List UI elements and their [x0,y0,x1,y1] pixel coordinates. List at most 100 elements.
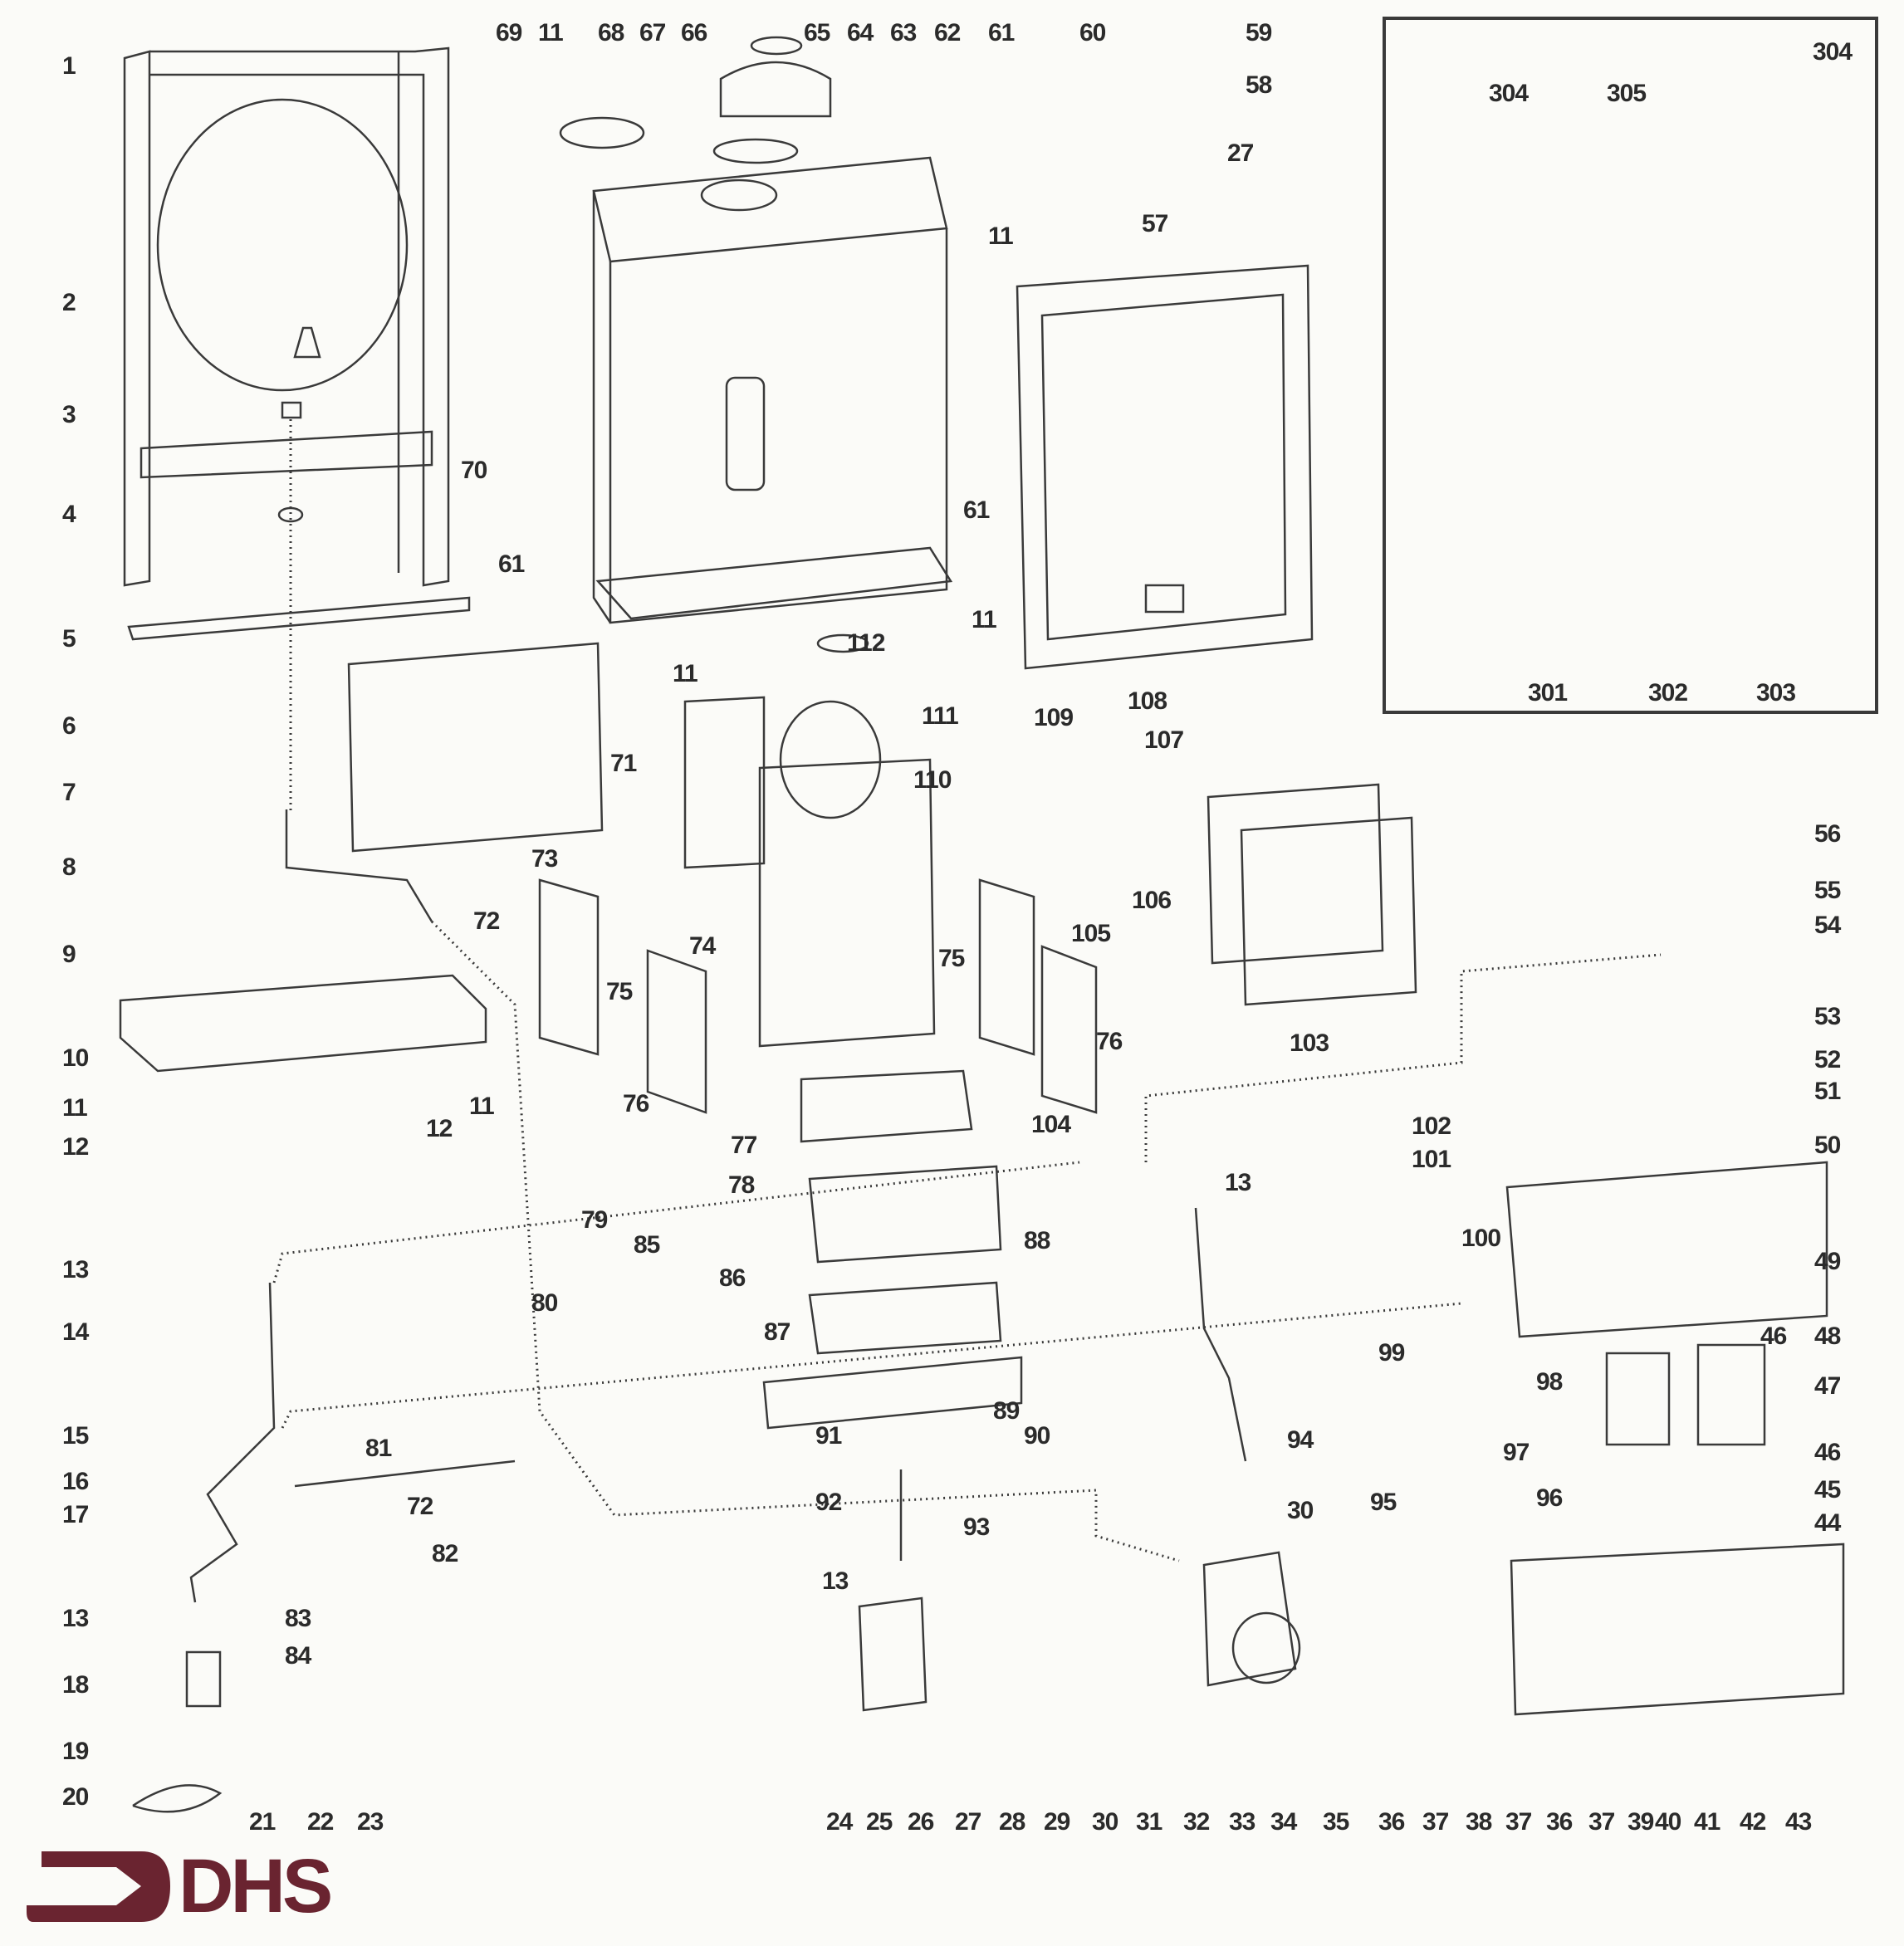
callout-label-106: 106 [1132,887,1172,914]
callout-label-112: 112 [847,629,885,657]
callout-label-27: 27 [1227,139,1254,167]
burner-manifold [762,1356,1023,1430]
callout-label-11: 11 [538,19,564,46]
callout-label-90: 90 [1024,1422,1050,1450]
callout-label-21: 21 [249,1808,276,1836]
callout-label-43: 43 [1785,1808,1812,1836]
callout-label-6: 6 [62,712,76,740]
callout-label-27: 27 [955,1808,981,1836]
callout-label-55: 55 [1814,877,1841,904]
callout-label-1: 1 [62,52,76,80]
callout-label-304: 304 [1813,38,1853,66]
callout-label-73: 73 [531,845,558,873]
callout-label-80: 80 [531,1289,558,1317]
callout-label-34: 34 [1270,1808,1297,1836]
combustion-front-panel [758,758,936,1048]
callout-label-53: 53 [1814,1003,1841,1030]
callout-label-301: 301 [1528,679,1568,707]
callout-label-58: 58 [1246,71,1272,99]
brand-name: DHS [179,1844,333,1929]
callout-label-15: 15 [62,1422,89,1450]
callout-label-31: 31 [1136,1808,1162,1836]
wall-frame [123,46,471,641]
callout-label-75: 75 [938,945,965,972]
insulation-panel-rear [1207,783,1384,965]
callout-label-11: 11 [972,606,997,633]
fan [779,700,882,819]
callout-label-13: 13 [62,1256,89,1283]
callout-label-11: 11 [673,660,698,687]
expansion-vessel [156,98,409,392]
callout-label-107: 107 [1144,726,1184,754]
burner-tray [808,1281,1002,1355]
callout-label-104: 104 [1031,1111,1071,1138]
callout-label-10: 10 [62,1044,89,1072]
callout-label-41: 41 [1694,1808,1720,1836]
callout-label-65: 65 [804,19,830,46]
callout-label-95: 95 [1370,1489,1397,1516]
callout-label-8: 8 [62,853,76,881]
callout-label-29: 29 [1044,1808,1070,1836]
dhs-logo: DHS [25,1847,340,1926]
rear-panel [347,642,604,853]
callout-label-38: 38 [1466,1808,1492,1836]
callout-label-77: 77 [731,1132,757,1159]
callout-label-12: 12 [62,1133,89,1161]
callout-label-9: 9 [62,941,76,968]
callout-label-109: 109 [1034,704,1074,731]
callout-label-68: 68 [598,19,624,46]
callout-label-25: 25 [866,1808,893,1836]
return-pipe [189,1282,276,1603]
flow-pipe [285,809,433,922]
flue-adaptor [719,61,832,118]
callout-label-7: 7 [62,779,76,806]
callout-label-110: 110 [913,766,952,794]
callout-label-5: 5 [62,625,76,653]
callout-label-59: 59 [1246,19,1272,46]
callout-label-22: 22 [307,1808,334,1836]
callout-label-16: 16 [62,1468,89,1495]
callout-label-86: 86 [719,1264,746,1292]
flue-restrictor [559,116,645,149]
callout-label-46: 46 [1760,1323,1787,1350]
gas-valve [858,1596,928,1712]
callout-label-52: 52 [1814,1046,1841,1073]
callout-label-98: 98 [1536,1368,1563,1396]
callout-label-37: 37 [1588,1808,1615,1836]
control-fascia [1510,1543,1845,1716]
callout-label-12: 12 [426,1115,453,1142]
callout-label-36: 36 [1378,1808,1405,1836]
callout-label-94: 94 [1287,1426,1314,1454]
callout-label-75: 75 [606,978,633,1005]
callout-label-103: 103 [1290,1029,1329,1057]
callout-label-69: 69 [496,19,522,46]
callout-label-3: 3 [62,401,76,428]
pump [1202,1551,1297,1687]
callout-label-13: 13 [822,1567,849,1595]
callout-label-105: 105 [1071,920,1111,947]
callout-label-11: 11 [469,1093,495,1120]
callout-label-102: 102 [1412,1112,1451,1140]
callout-label-82: 82 [432,1540,458,1567]
callout-label-93: 93 [963,1513,990,1541]
callout-label-67: 67 [639,19,666,46]
callout-label-37: 37 [1422,1808,1449,1836]
callout-label-108: 108 [1128,687,1167,715]
callout-label-28: 28 [999,1808,1025,1836]
callout-label-4: 4 [62,501,76,528]
callout-label-61: 61 [963,496,990,524]
callout-label-26: 26 [908,1808,934,1836]
callout-label-111: 111 [922,702,959,730]
callout-label-84: 84 [285,1642,311,1670]
callout-label-44: 44 [1814,1509,1841,1537]
callout-label-61: 61 [988,19,1015,46]
callout-label-72: 72 [407,1493,433,1520]
callout-label-30: 30 [1092,1808,1118,1836]
callout-label-304: 304 [1489,80,1529,107]
callout-label-92: 92 [815,1489,842,1516]
mounting-bracket [119,974,487,1073]
callout-label-24: 24 [826,1808,853,1836]
callout-label-85: 85 [634,1231,660,1259]
callout-label-87: 87 [764,1318,790,1346]
callout-label-20: 20 [62,1783,89,1811]
